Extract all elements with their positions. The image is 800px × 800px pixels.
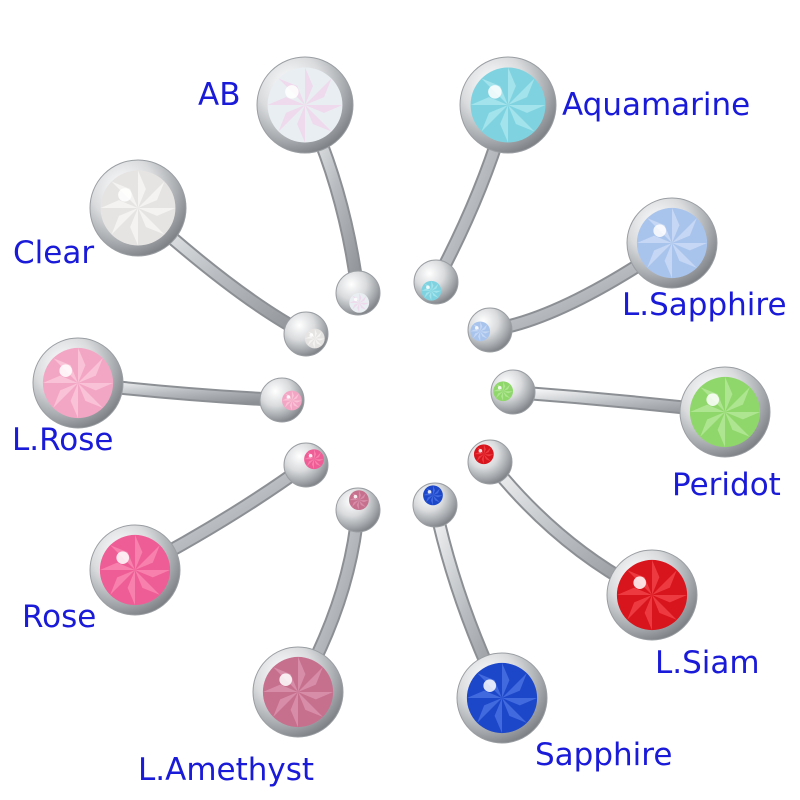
clear-large-gem — [100, 170, 176, 246]
color-label-l-siam: L.Siam — [655, 645, 760, 681]
ab-large-gem — [267, 67, 343, 143]
color-label-aquamarine: Aquamarine — [562, 87, 751, 123]
belly-ring-ab — [256, 56, 381, 316]
belly-ring-clear — [89, 159, 329, 357]
belly-ring-rose — [89, 442, 329, 616]
color-label-l-amethyst: L.Amethyst — [138, 752, 315, 788]
belly-ring-aquamarine — [413, 56, 557, 305]
color-label-clear: Clear — [13, 235, 95, 271]
aquamarine-large-gem — [470, 67, 546, 143]
peridot-large-gem — [689, 376, 761, 448]
l-sapphire-small-gem — [470, 321, 491, 342]
color-label-rose: Rose — [22, 599, 97, 635]
peridot-small-gem — [493, 381, 514, 402]
clear-small-gem — [304, 328, 325, 349]
color-label-sapphire: Sapphire — [535, 737, 673, 773]
belly-ring-l-sapphire — [467, 197, 718, 353]
aquamarine-small-gem — [421, 280, 442, 301]
sapphire-large-gem — [466, 662, 538, 734]
ab-small-gem — [349, 292, 370, 313]
color-label-l-rose: L.Rose — [12, 422, 114, 458]
l-siam-large-gem — [616, 559, 688, 631]
l-amethyst-small-gem — [348, 490, 369, 511]
l-sapphire-large-gem — [636, 207, 708, 279]
l-amethyst-large-gem — [262, 656, 334, 728]
belly-ring-l-siam — [467, 439, 698, 641]
sapphire-small-gem — [423, 485, 443, 506]
belly-ring-peridot — [490, 366, 771, 458]
belly-ring-l-amethyst — [252, 487, 381, 738]
l-rose-large-gem — [42, 347, 114, 419]
color-label-peridot: Peridot — [672, 467, 781, 503]
belly-ring-sapphire — [412, 482, 548, 744]
color-label-l-sapphire: L.Sapphire — [622, 287, 787, 323]
l-siam-small-gem — [473, 444, 494, 465]
rose-small-gem — [304, 449, 324, 470]
belly-ring-l-rose — [32, 337, 305, 429]
color-label-ab: AB — [198, 77, 241, 113]
l-rose-small-gem — [281, 390, 302, 411]
rose-large-gem — [99, 534, 171, 606]
